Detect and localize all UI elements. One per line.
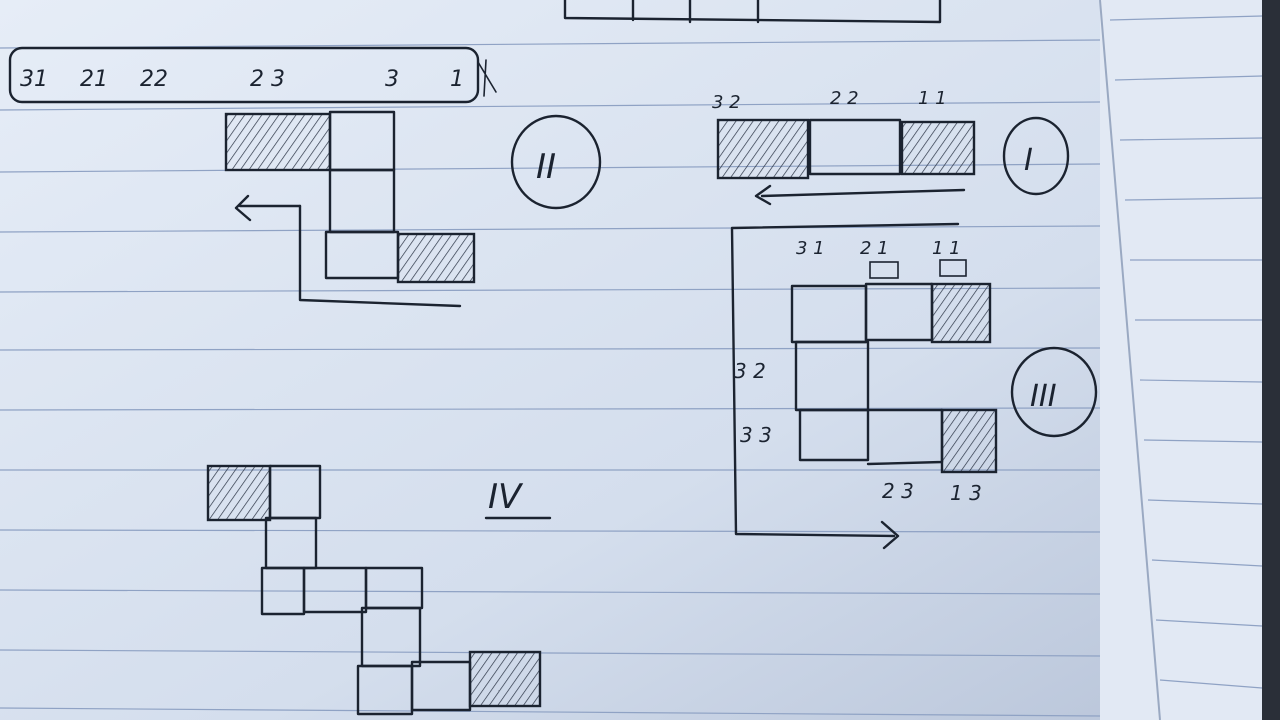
grid-iii-label-31: 3 1	[796, 238, 825, 259]
label-3: 3	[385, 67, 399, 92]
label-21: 21	[80, 67, 108, 92]
label-1: 1	[450, 67, 464, 92]
grid-iii-label-13: 1 3	[950, 481, 982, 505]
top-partial-grid	[563, 0, 942, 24]
sketch-iii: 3 1 2 1 1 1 3 2 3 3 2 3 1 3 III	[730, 222, 1098, 550]
label-22: 22	[140, 67, 168, 92]
row-i-label-22: 2 2	[830, 88, 859, 109]
circle-iii	[1010, 346, 1098, 438]
grid-iii-label-23: 2 3	[882, 479, 914, 503]
roman-iv: IV	[488, 477, 524, 517]
arrow-iii	[730, 222, 960, 550]
label-31: 31	[20, 67, 48, 92]
grid-iii-label-33: 3 3	[740, 423, 772, 447]
top-label-box: 31 21 22 2 3 3 1	[8, 46, 497, 104]
arrow-path-ii	[298, 204, 462, 308]
roman-iii: III	[1030, 379, 1057, 414]
roman-i: I	[1024, 143, 1033, 178]
row-i-label-11: 1 1	[918, 88, 947, 109]
page-edge	[1100, 0, 1280, 720]
grid-iii-label-32: 3 2	[734, 359, 766, 383]
sketch-ii: II	[224, 110, 602, 308]
grid-iii-label-11: 1 1	[932, 238, 961, 259]
arrow-i	[754, 184, 966, 206]
circle-i	[1002, 116, 1070, 196]
grid-iii-label-21: 2 1	[860, 238, 889, 259]
label-23: 2 3	[250, 67, 285, 92]
ruled-lines	[0, 15, 1263, 717]
roman-ii: II	[536, 147, 556, 187]
row-i-label-32: 3 2	[712, 92, 741, 113]
sketch-i: 3 2 2 2 1 1 I	[712, 88, 1070, 206]
circle-ii	[510, 114, 602, 210]
sketch-iv: IV	[206, 464, 552, 716]
